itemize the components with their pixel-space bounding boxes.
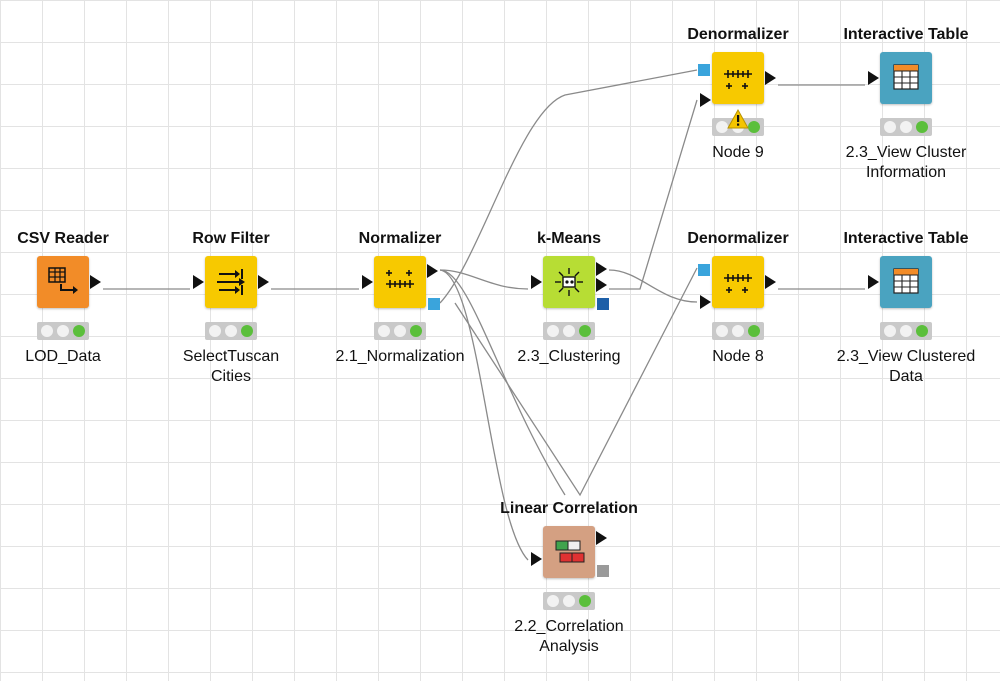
csv-reader-icon[interactable] [37, 256, 89, 308]
status-indicator [880, 322, 932, 340]
node-row-filter[interactable]: Row Filter SelectTuscan Cities [151, 230, 311, 390]
output-port-data[interactable] [427, 264, 438, 278]
input-port[interactable] [531, 275, 542, 289]
node-normalizer[interactable]: Normalizer 2.1_Normalization [320, 230, 480, 390]
status-indicator [37, 322, 89, 340]
output-port[interactable] [765, 71, 776, 85]
node-label[interactable]: Node 8 [712, 348, 764, 365]
node-title: CSV Reader [17, 230, 109, 247]
output-port[interactable] [765, 275, 776, 289]
node-interactive-table-mid[interactable]: Interactive Table 2.3_View Clustered Dat… [826, 230, 986, 390]
correlation-icon[interactable] [543, 526, 595, 578]
input-port[interactable] [700, 93, 711, 107]
node-title: Interactive Table [843, 230, 969, 247]
node-linear-correlation[interactable]: Linear Correlation 2.2_Correlation Analy… [489, 500, 649, 660]
output-port-data[interactable] [596, 531, 607, 545]
node-label[interactable]: 2.3_View Clustered Data [836, 348, 976, 385]
node-label[interactable]: 2.1_Normalization [335, 348, 465, 365]
input-port[interactable] [193, 275, 204, 289]
node-title: Row Filter [192, 230, 270, 247]
input-port[interactable] [868, 275, 879, 289]
normalizer-icon[interactable] [374, 256, 426, 308]
node-denormalizer-top[interactable]: Denormalizer Node 9 [658, 26, 818, 186]
status-indicator [880, 118, 932, 136]
denormalizer-icon[interactable] [712, 52, 764, 104]
row-filter-icon[interactable] [205, 256, 257, 308]
output-port-clusters[interactable] [596, 278, 607, 292]
node-label[interactable]: 2.2_Correlation Analysis [514, 618, 624, 655]
status-indicator [543, 322, 595, 340]
input-port-model[interactable] [698, 64, 710, 76]
input-port[interactable] [362, 275, 373, 289]
node-title: Interactive Table [843, 26, 969, 43]
node-denormalizer-mid[interactable]: Denormalizer Node 8 [658, 230, 818, 390]
node-kmeans[interactable]: k-Means 2.3_Clustering [489, 230, 649, 390]
warning-icon[interactable] [727, 109, 749, 129]
input-port-model[interactable] [698, 264, 710, 276]
node-title: Denormalizer [687, 230, 789, 247]
node-title: k-Means [536, 230, 602, 247]
input-port[interactable] [700, 295, 711, 309]
output-port[interactable] [90, 275, 101, 289]
table-view-icon[interactable] [880, 256, 932, 308]
node-label[interactable]: 2.3_Clustering [517, 348, 621, 365]
node-csv-reader[interactable]: CSV Reader LOD_Data [0, 230, 143, 390]
output-port-model[interactable] [428, 298, 440, 310]
status-indicator [205, 322, 257, 340]
output-port[interactable] [258, 275, 269, 289]
node-label[interactable]: LOD_Data [25, 348, 101, 365]
node-title: Linear Correlation [500, 500, 638, 517]
status-indicator [374, 322, 426, 340]
kmeans-icon[interactable] [543, 256, 595, 308]
node-label[interactable]: 2.3_View Cluster Information [845, 144, 967, 181]
output-port-model[interactable] [597, 298, 609, 310]
status-indicator [543, 592, 595, 610]
output-port-labels[interactable] [596, 262, 607, 276]
input-port[interactable] [531, 552, 542, 566]
node-label[interactable]: SelectTuscan Cities [182, 348, 280, 385]
node-interactive-table-top[interactable]: Interactive Table 2.3_View Cluster Infor… [826, 26, 986, 186]
node-title: Denormalizer [687, 26, 789, 43]
status-indicator [712, 322, 764, 340]
node-title: Normalizer [358, 230, 442, 247]
denormalizer-icon[interactable] [712, 256, 764, 308]
input-port[interactable] [868, 71, 879, 85]
output-port-model[interactable] [597, 565, 609, 577]
table-view-icon[interactable] [880, 52, 932, 104]
node-label[interactable]: Node 9 [712, 144, 764, 161]
